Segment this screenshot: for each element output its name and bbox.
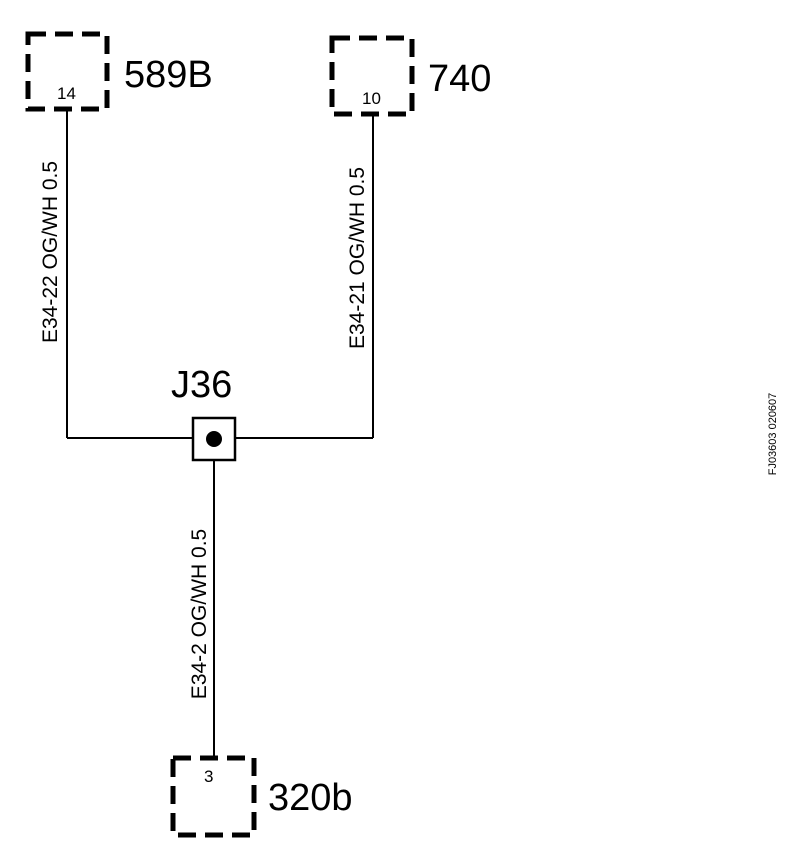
wire-e34-21-label: E34-21 OG/WH 0.5	[346, 167, 369, 349]
connector-589b[interactable]: 14 589B	[25, 31, 213, 112]
connector-740[interactable]: 10 740	[329, 35, 491, 117]
connector-589b-pin: 14	[57, 84, 76, 103]
connector-589b-label: 589B	[124, 54, 213, 96]
splice-j36-label: J36	[171, 364, 232, 406]
connector-320b[interactable]: 3 320b	[170, 755, 353, 838]
connector-740-label: 740	[428, 58, 491, 100]
connector-320b-box[interactable]	[170, 755, 257, 838]
splice-j36[interactable]: J36	[171, 364, 237, 462]
connector-320b-pin: 3	[204, 767, 213, 786]
connector-589b-box[interactable]	[25, 31, 110, 112]
reference-code: FJ03603 020607	[767, 393, 779, 476]
wire-e34-22-label: E34-22 OG/WH 0.5	[39, 161, 62, 343]
connector-740-box[interactable]	[329, 35, 415, 117]
splice-j36-dot	[206, 431, 222, 447]
connector-320b-label: 320b	[268, 777, 353, 819]
wire-e34-2-label: E34-2 OG/WH 0.5	[188, 529, 211, 699]
connector-740-pin: 10	[362, 89, 381, 108]
